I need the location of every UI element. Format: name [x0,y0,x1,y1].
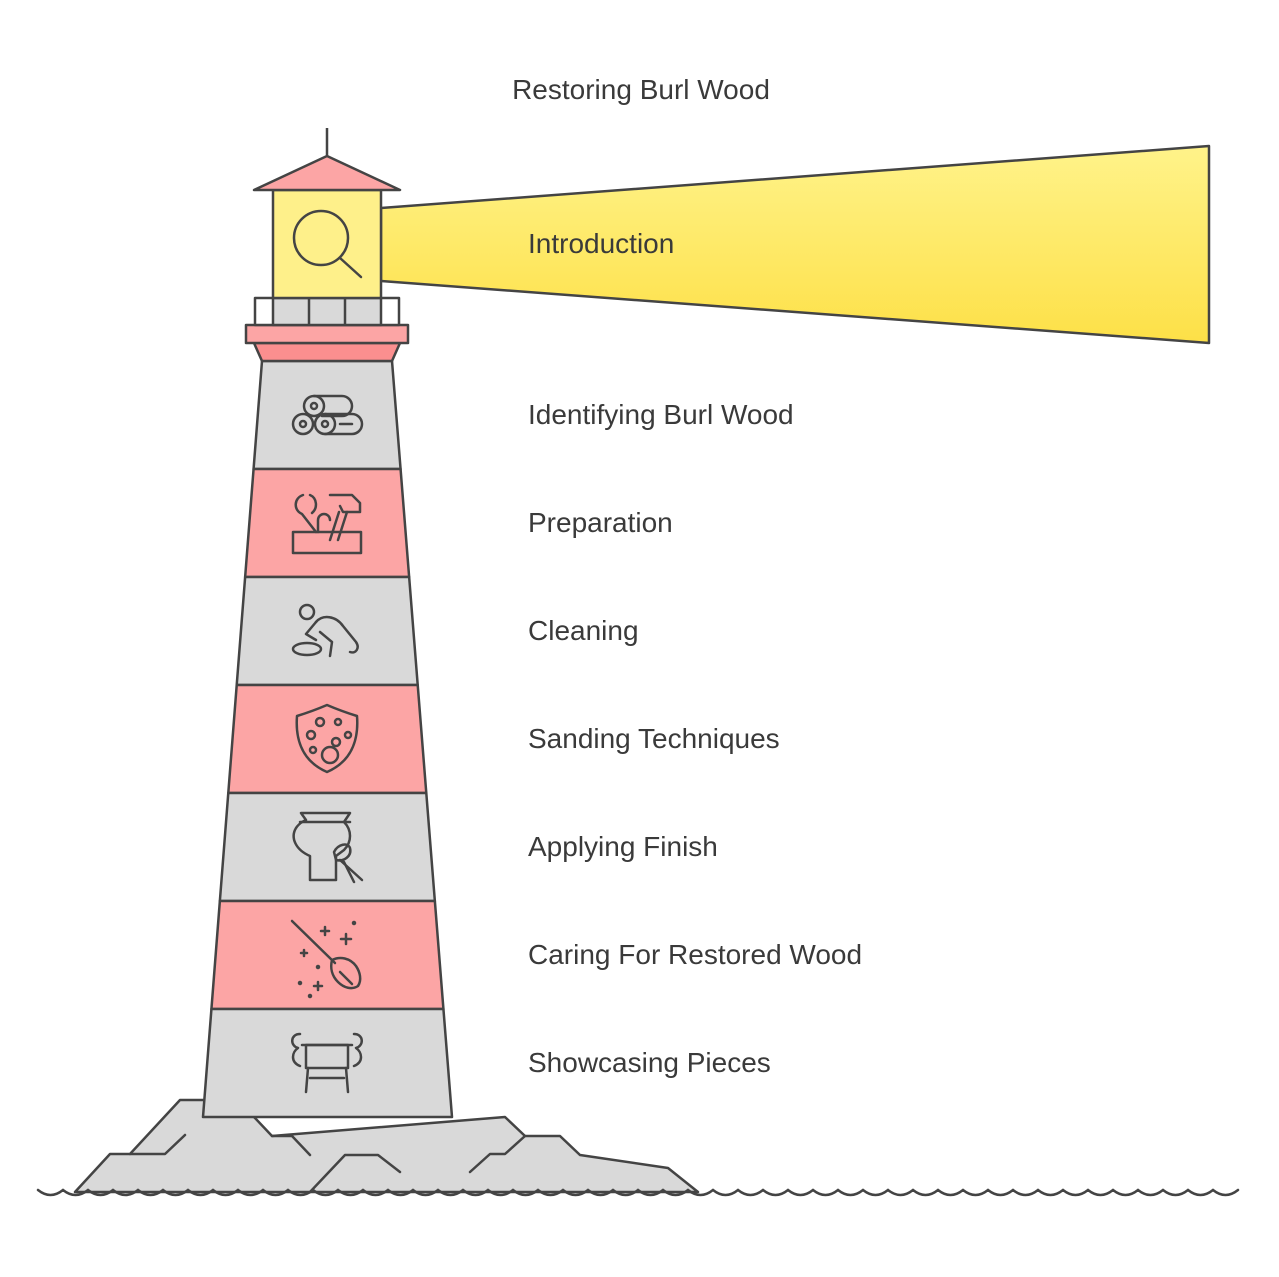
tower-stripe [227,683,428,795]
tower-body [201,359,454,1119]
lantern-room [271,188,383,300]
display-stand-icon [291,1032,363,1094]
water-waves [36,1188,1240,1197]
tower-stripe [201,1007,454,1119]
lighthouse-roof [252,128,402,192]
stage-label-sanding-techniques: Sanding Techniques [528,723,780,754]
tower-stripe [235,575,419,687]
stage-label-showcasing-pieces: Showcasing Pieces [528,1047,771,1078]
stage-label-applying-finish: Applying Finish [528,831,718,862]
rocks [73,1098,700,1194]
sanding-shield-icon [295,703,359,774]
wood-logs-icon [291,394,364,436]
tower-stripe [243,467,411,579]
magnifying-glass-icon [292,209,363,279]
toolbox-icon [291,493,363,555]
person-scrubbing-icon [291,603,359,658]
stage-label-preparation: Preparation [528,507,673,538]
light-beam [379,144,1211,345]
diagram-title: Restoring Burl Wood [512,74,770,105]
stage-label-identifying-burl-wood: Identifying Burl Wood [528,399,794,430]
stage-label-introduction: Introduction [528,228,675,259]
stage-label-cleaning: Cleaning [528,615,639,646]
lantern-gallery [244,296,410,363]
stage-label-caring-for-restored-wood: Caring For Restored Wood [528,939,863,970]
tower-stripe [218,791,437,903]
vase-brush-icon [292,811,364,884]
sparkle-broom-icon [290,919,362,999]
